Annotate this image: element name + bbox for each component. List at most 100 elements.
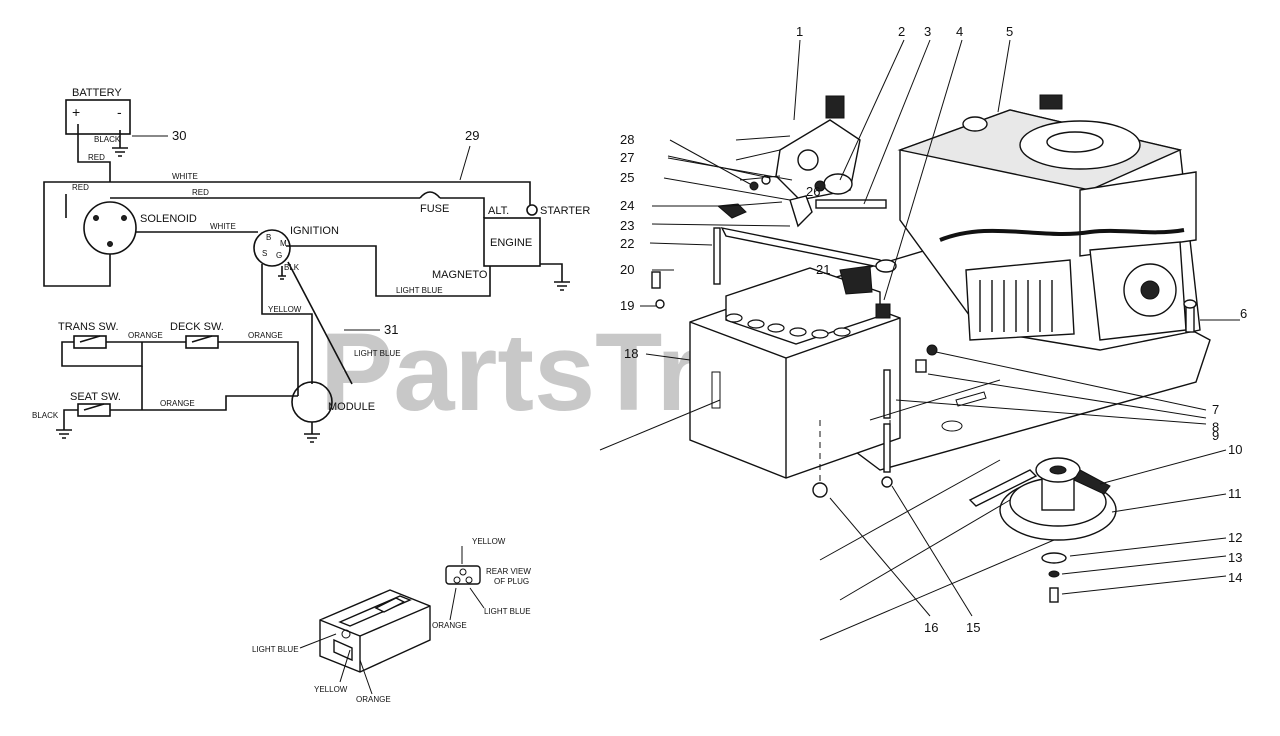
engine-label: ENGINE [490,237,532,249]
callout-26: 26 [806,184,820,199]
of-plug-label: OF PLUG [494,577,529,586]
callout-10: 10 [1228,442,1242,457]
plug-orange-bottom-label: ORANGE [356,695,391,704]
washer-12 [1041,552,1067,564]
cover-21 [839,265,873,295]
starter-label: STARTER [540,205,590,217]
bolt-14 [1049,587,1059,603]
module-ground-icon [304,433,320,443]
ign-terminal-s: S [262,249,267,258]
engine-illustration [897,94,1201,351]
seat-switch [77,403,111,417]
ign-terminal-g: G [276,251,282,260]
callout-19: 19 [620,298,634,313]
bolt-8 [915,359,927,373]
engine-box [483,217,541,267]
battery-label: BATTERY [72,87,122,99]
bolt-9 [883,369,891,419]
magneto-label: MAGNETO [432,269,488,281]
plug-orange-right-label: ORANGE [432,621,467,630]
bolt-20 [651,271,661,289]
callout-27: 27 [620,150,634,165]
wire-orange-2-label: ORANGE [248,331,283,340]
wire-yellow-label: YELLOW [268,305,302,314]
ign-terminal-m: M [280,239,287,248]
wire-orange-1-label: ORANGE [128,331,163,340]
callout-15: 15 [966,620,980,635]
bolt-3 [815,199,887,209]
wiring-schematic: BATTERY + - BLACK 30 RED WHITE 29 STARTE… [32,87,590,443]
boot-2 [823,173,853,195]
strap-23 [720,227,886,269]
module-label: MODULE [328,401,375,413]
callout-18: 18 [624,346,638,361]
deck-switch [185,335,219,349]
bolt-15 [883,423,891,473]
seat-ground-icon [56,429,72,439]
callout-12: 12 [1228,530,1242,545]
battery-ground-wire-label: BLACK [94,135,121,144]
callout-1: 1 [796,24,803,39]
washer-13 [1048,570,1060,578]
trans-sw-label: TRANS SW. [58,321,119,333]
callout-20: 20 [620,262,634,277]
callout-11: 11 [1228,486,1242,501]
ign-terminal-b: B [266,233,271,242]
battery-plus: + [72,104,80,120]
trans-switch [73,335,107,349]
nut-26 [814,180,826,192]
wire-white-top-label: WHITE [172,172,198,181]
callout-30: 30 [172,128,186,143]
callout-6: 6 [1240,306,1247,321]
callout-24: 24 [620,198,634,213]
wire-lightblue-side-label: LIGHT BLUE [354,349,401,358]
callout-23: 23 [620,218,634,233]
callout-7: 7 [1212,402,1219,417]
battery-symbol [65,99,131,135]
wire-red-mid-label: RED [192,188,209,197]
battery-illustration [689,267,901,479]
starter-terminal [526,204,538,216]
seat-sw-label: SEAT SW. [70,391,121,403]
wire-red-left-label: RED [72,183,89,192]
ign-blk-label: BLK [284,263,300,272]
callout-2: 2 [898,24,905,39]
rear-view-label: REAR VIEW [486,567,531,576]
alt-label: ALT. [488,205,509,217]
ignition-switch [253,229,291,267]
callout-21: 21 [816,262,830,277]
seat-ground-wire-label: BLACK [32,411,59,420]
deck-sw-label: DECK SW. [170,321,224,333]
battery-minus: - [117,104,122,120]
battery-ground-icon [112,147,128,157]
wire-white-ign-label: WHITE [210,222,236,231]
callout-9: 9 [1212,428,1219,443]
engine-ground-icon [554,281,570,291]
callout-29: 29 [465,128,479,143]
ignition-label: IGNITION [290,225,339,237]
callout-8: 8 [1212,420,1219,435]
plug-lightblue-right-label: LIGHT BLUE [484,607,531,616]
elbow-25 [789,195,813,228]
nut-27 [749,181,759,191]
plug-yellow-top-label: YELLOW [472,537,506,546]
strap-rod-22 [713,227,721,285]
nut-7 [926,344,938,356]
callout-25: 25 [620,170,634,185]
plug-yellow-bottom-label: YELLOW [314,685,348,694]
callout-14: 14 [1228,570,1242,585]
wing-nut-24 [716,203,747,219]
callout-5: 5 [1006,24,1013,39]
fuse-label: FUSE [420,203,449,215]
solenoid-label: SOLENOID [140,213,197,225]
wire-lightblue-bottom-label: LIGHT BLUE [396,286,443,295]
wire-red-top-label: RED [88,153,105,162]
bolt-6 [1185,305,1195,333]
exploded-parts-view: 1 2 3 4 5 6 7 8 9 10 11 12 13 14 15 16 1… [599,24,1247,641]
callout-3: 3 [924,24,931,39]
plug-detail: YELLOW REAR VIEW OF PLUG ORANGE LIGHT BL… [252,537,531,704]
callout-22: 22 [620,236,634,251]
callout-28: 28 [620,132,634,147]
